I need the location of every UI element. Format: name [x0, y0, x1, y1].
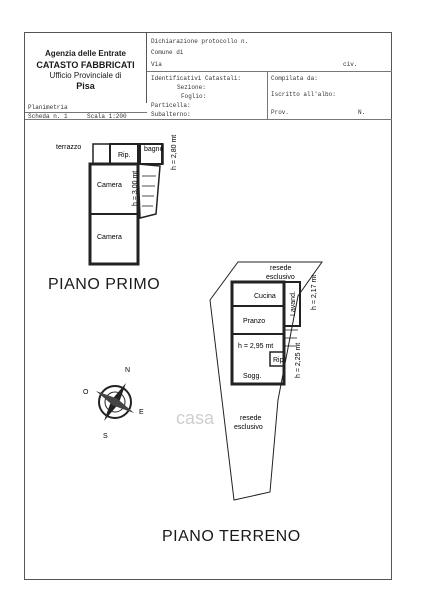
header-divider	[147, 71, 392, 72]
compass-s: S	[103, 433, 108, 440]
via-label: Via	[151, 61, 162, 68]
scheda-label: Scheda n. 1	[28, 113, 68, 120]
identificativi-label: Identificativi Catastali:	[151, 75, 242, 82]
compass-e: E	[139, 409, 144, 416]
office-name: Ufficio Provinciale di	[49, 71, 122, 80]
compass-n: N	[125, 367, 130, 374]
resede-bottom-label-1: resede	[240, 415, 262, 422]
resede-top-label-1: resede	[270, 265, 292, 272]
terreno-height-2: h = 2,95 mt	[238, 343, 273, 350]
planimetria-label: Planimetria	[28, 104, 68, 111]
piano-terreno-plan	[209, 261, 323, 501]
particella-label: Particella:	[151, 102, 191, 109]
compilata-label: Compilata da:	[271, 75, 318, 82]
sogg-label: Sogg.	[243, 373, 261, 380]
stair-block	[137, 163, 161, 219]
cucina-label: Cucina	[254, 293, 276, 300]
terrazzo-label: terrazzo	[56, 144, 81, 151]
sezione-label: Sezione:	[177, 84, 206, 91]
lavand-label: Lavand.	[290, 291, 297, 316]
resede-boundary	[209, 261, 323, 501]
piano-terreno-title: PIANO TERRENO	[162, 528, 301, 545]
rip-room-terreno	[269, 351, 285, 367]
n-label: N.	[358, 109, 366, 116]
compass-o: O	[83, 389, 89, 396]
rip-terreno-label: Rip.	[273, 357, 286, 364]
bagno-label: bagno	[144, 146, 164, 153]
office-city: Pisa	[76, 81, 95, 91]
primo-height-1: h = 2,80 mt	[171, 135, 178, 170]
camera1-label: Camera	[97, 182, 122, 189]
terreno-height-3: h = 2,25 mt	[295, 343, 302, 378]
prov-label: Prov.	[271, 109, 290, 116]
cadastral-sheet: Agenzia delle Entrate CATASTO FABBRICATI…	[24, 32, 392, 580]
casa-watermark: casa	[176, 408, 215, 428]
bagno-room	[139, 143, 163, 165]
iscritto-label: Iscritto all'albo:	[271, 91, 336, 98]
piano-primo-title: PIANO PRIMO	[48, 276, 161, 293]
agency-name: Agenzia delle Entrate	[45, 49, 126, 58]
rip-label: Rip.	[118, 152, 131, 159]
lavand-room	[283, 281, 301, 327]
catasto-title: CATASTO FABBRICATI	[36, 60, 135, 70]
terreno-height-1: h = 2,17 mt	[311, 275, 318, 310]
pranzo-label: Pranzo	[243, 318, 265, 325]
compass-rose: N O E S	[83, 367, 144, 440]
scheda-divider	[25, 112, 147, 113]
dichiarazione-label: Dichiarazione protocollo n.	[151, 38, 249, 45]
piano-primo-plan	[88, 143, 164, 266]
agency-block: Agenzia delle Entrate CATASTO FABBRICATI…	[25, 33, 147, 103]
primo-height-2: h = 3,00 mt	[132, 171, 139, 206]
camera2-label: Camera	[97, 234, 122, 241]
comune-label: Comune di	[151, 49, 184, 56]
header-bottom-line	[25, 119, 392, 120]
resede-bottom-label-2: esclusivo	[234, 424, 263, 431]
foglio-label: Foglio:	[181, 93, 207, 100]
subalterno-label: Subalterno:	[151, 111, 191, 118]
rip-room	[109, 143, 139, 165]
resede-top-label-2: esclusivo	[266, 274, 295, 281]
civ-label: civ.	[343, 61, 358, 68]
header-column-divider	[267, 71, 268, 119]
scala-label: Scala 1:200	[87, 113, 127, 120]
